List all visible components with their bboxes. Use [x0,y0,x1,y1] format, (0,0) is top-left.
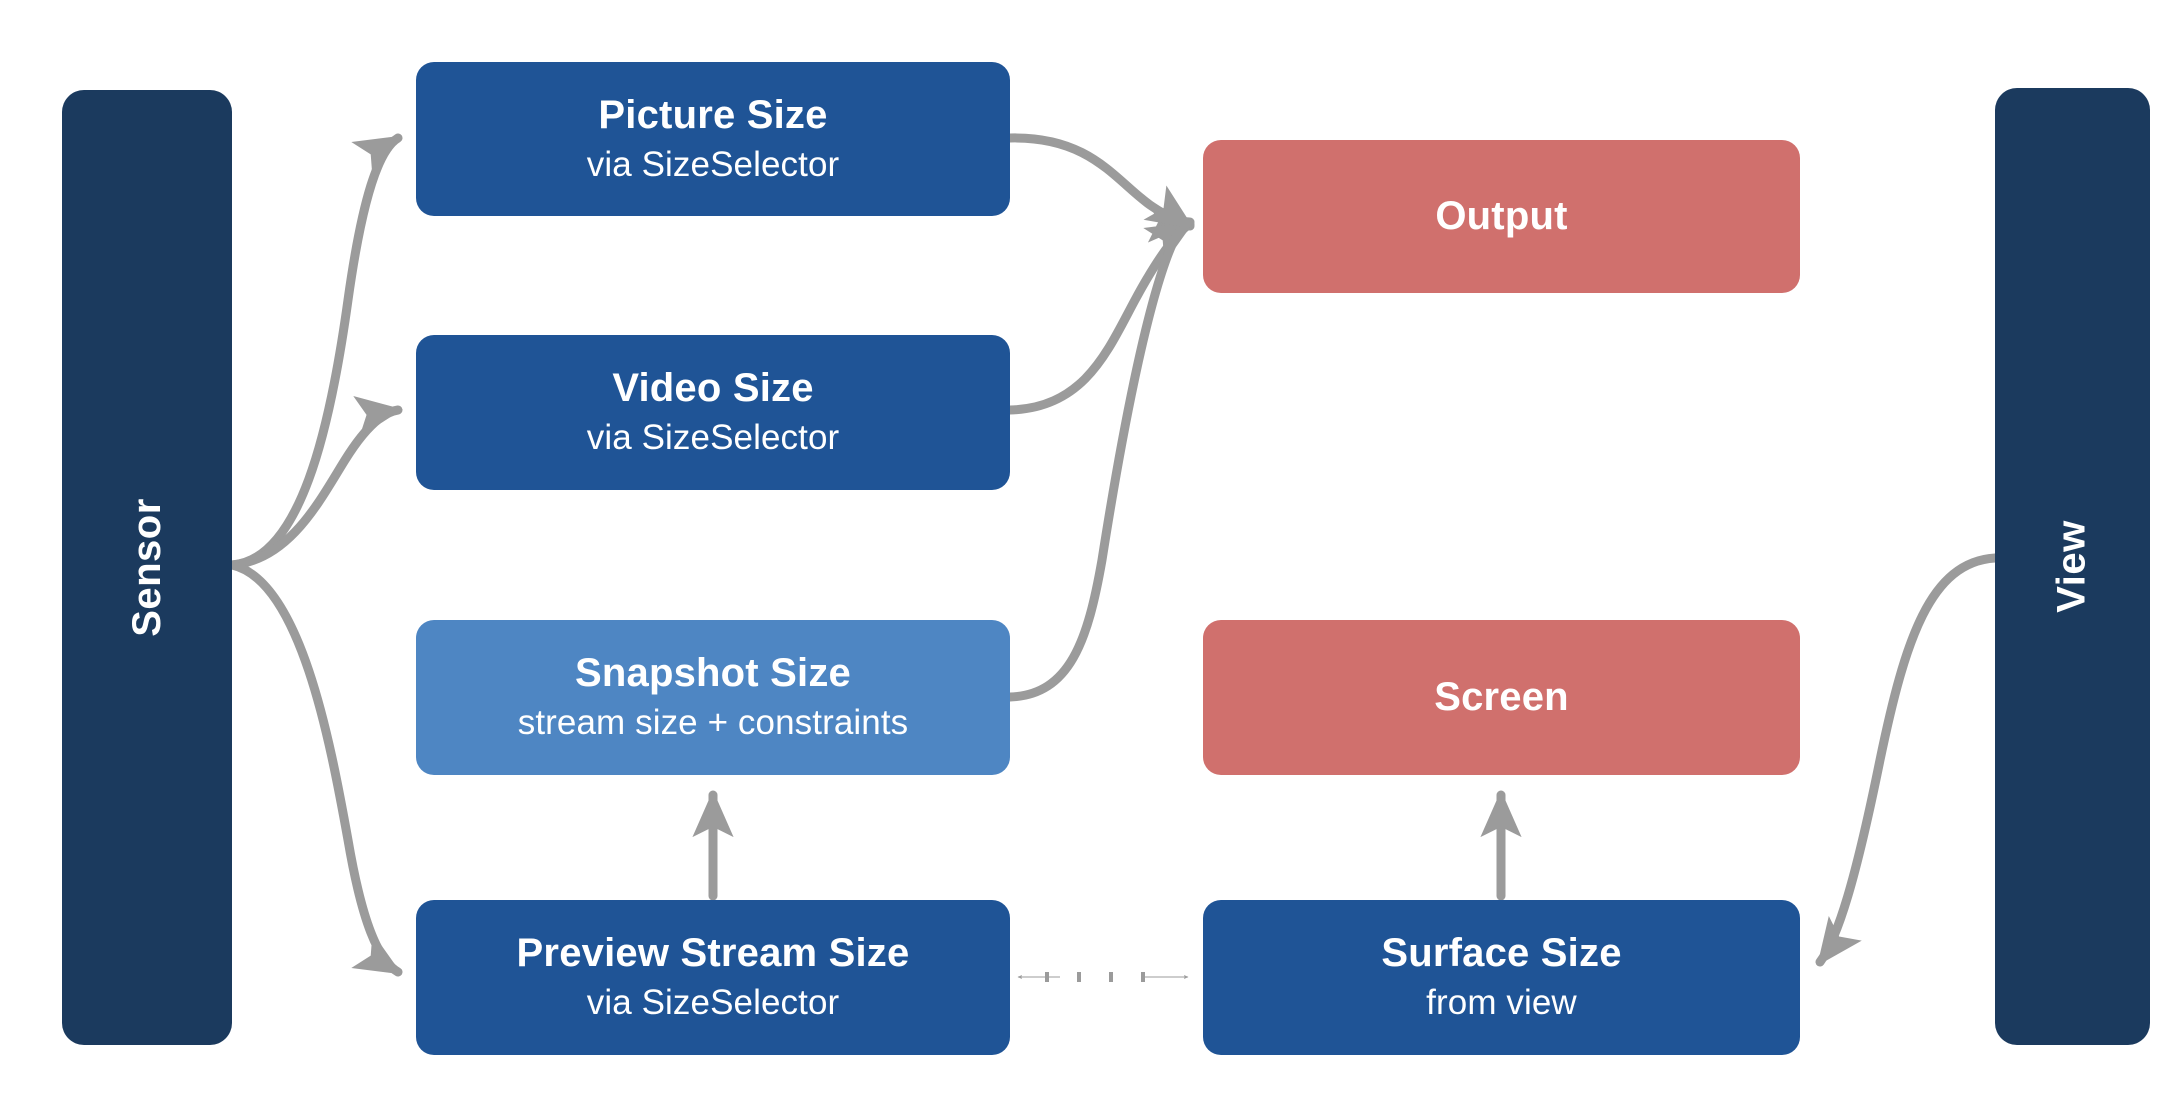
node-video-size-title: Video Size [612,366,814,411]
edge-sensor-to-picture-size [227,133,403,570]
node-video-size-subtitle: via SizeSelector [586,418,840,458]
view-rail[interactable]: View [1995,88,2150,1045]
node-snapshot-size-title: Snapshot Size [575,651,851,696]
node-surface-size-subtitle: from view [1426,983,1577,1023]
node-surface-size[interactable]: Surface Size from view [1203,900,1800,1055]
sensor-rail-label: Sensor [124,498,169,637]
view-rail-label: View [2050,520,2094,613]
node-snapshot-size[interactable]: Snapshot Size stream size + constraints [416,620,1010,775]
node-output[interactable]: Output [1203,140,1800,293]
node-screen-title: Screen [1434,675,1569,720]
sensor-rail[interactable]: Sensor [62,90,232,1045]
edge-sensor-to-video-size [227,396,403,570]
node-picture-size-subtitle: via SizeSelector [586,144,840,184]
edge-view-to-surface-size [1815,553,2000,967]
edge-video-size-to-output [1005,219,1195,415]
node-screen[interactable]: Screen [1203,620,1800,775]
node-output-title: Output [1435,194,1568,239]
node-surface-size-title: Surface Size [1381,931,1622,976]
edge-picture-size-to-output [1005,133,1195,243]
node-picture-size-title: Picture Size [598,92,828,137]
node-video-size[interactable]: Video Size via SizeSelector [416,335,1010,490]
node-preview-stream-size[interactable]: Preview Stream Size via SizeSelector [416,900,1010,1055]
edge-sensor-to-preview-stream-size [227,560,403,977]
edge-snapshot-size-to-output [1005,185,1195,702]
node-preview-stream-size-subtitle: via SizeSelector [586,983,840,1023]
node-preview-stream-size-title: Preview Stream Size [516,931,910,976]
node-picture-size[interactable]: Picture Size via SizeSelector [416,62,1010,216]
node-snapshot-size-subtitle: stream size + constraints [517,703,909,743]
